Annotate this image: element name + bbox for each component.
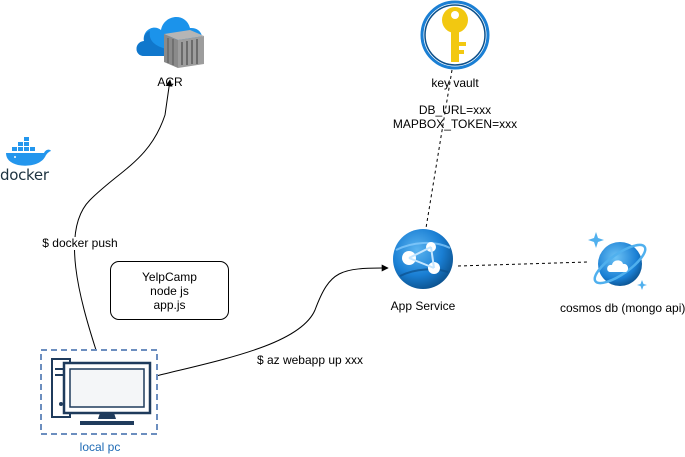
docker-whale-icon bbox=[6, 137, 51, 166]
app-service-label: App Service bbox=[390, 299, 456, 313]
edge-docker-push bbox=[74, 79, 173, 351]
docker-logo-text: docker bbox=[0, 166, 49, 184]
edge-webapp-up bbox=[155, 264, 389, 377]
cosmos-db-label: cosmos db (mongo api) bbox=[560, 301, 685, 315]
note-line-entry: app.js bbox=[153, 297, 186, 312]
note-line-app-name: YelpCamp bbox=[142, 269, 197, 284]
app-description-note: YelpCamp node js app.js bbox=[110, 261, 229, 320]
app-service-globe-icon bbox=[393, 229, 453, 289]
computer-icon bbox=[40, 349, 158, 435]
edge-vault-link bbox=[425, 69, 453, 229]
key-vault-icon bbox=[420, 0, 490, 70]
secret-db-url: DB_URL=xxx bbox=[418, 103, 492, 117]
edge-label-webapp-up: $ az webapp up xxx bbox=[256, 353, 364, 367]
secret-mapbox-token: MAPBOX_TOKEN=xxx bbox=[392, 117, 518, 131]
edge-label-docker-push: $ docker push bbox=[30, 237, 130, 250]
acr-label: ACR bbox=[157, 75, 183, 89]
container-registry-icon bbox=[136, 16, 204, 68]
edge-cosmos-link bbox=[457, 261, 589, 267]
note-line-runtime: node js bbox=[150, 283, 189, 298]
local-pc-label: local pc bbox=[79, 440, 121, 454]
key-vault-label: key vault bbox=[431, 76, 479, 90]
cosmos-db-icon bbox=[588, 232, 647, 290]
